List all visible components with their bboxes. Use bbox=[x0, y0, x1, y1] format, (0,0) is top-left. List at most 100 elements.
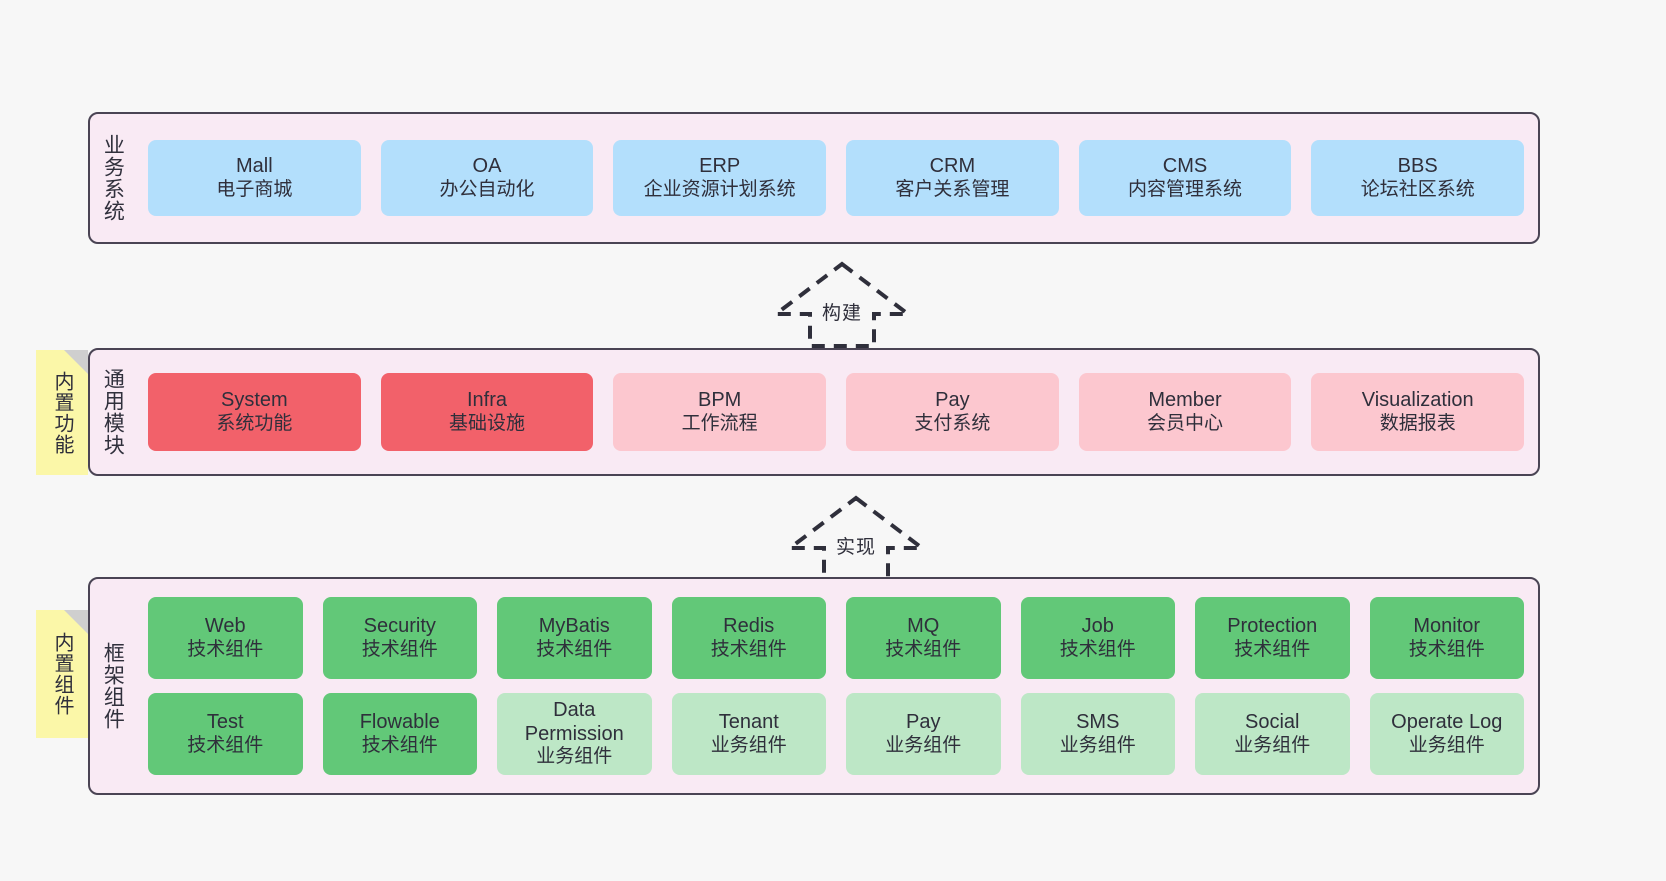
box-crm-subtitle: 客户关系管理 bbox=[895, 178, 1010, 200]
sticky-note-builtin-component-label: 内置组件 bbox=[51, 632, 73, 716]
box-bpm-title: BPM bbox=[698, 389, 742, 411]
box-member-title: Member bbox=[1148, 389, 1222, 411]
box-social-subtitle: 业务组件 bbox=[1234, 734, 1311, 756]
box-bbs-subtitle: 论坛社区系统 bbox=[1360, 178, 1475, 200]
box-test-subtitle: 技术组件 bbox=[187, 734, 264, 756]
box-bpm-subtitle: 工作流程 bbox=[681, 412, 758, 434]
layer-label-common-modules: 通用模块 bbox=[101, 368, 125, 456]
layer-framework-components: 框架组件 Web 技术组件 Security 技术组件 MyBatis 技术组件… bbox=[88, 577, 1540, 795]
box-member-subtitle: 会员中心 bbox=[1147, 412, 1224, 434]
box-flowable-title: Flowable bbox=[359, 711, 440, 733]
connector-implement-label: 实现 bbox=[835, 537, 877, 558]
box-sms-title: SMS bbox=[1076, 711, 1120, 733]
box-mybatis-title: MyBatis bbox=[538, 615, 610, 637]
box-data-permission-subtitle: 业务组件 bbox=[536, 746, 613, 768]
box-operate-log-subtitle: 业务组件 bbox=[1408, 734, 1485, 756]
box-security[interactable]: Security 技术组件 bbox=[322, 597, 477, 679]
box-mq-subtitle: 技术组件 bbox=[885, 638, 962, 660]
box-bbs-title: BBS bbox=[1397, 155, 1438, 177]
layer-label-business-systems: 业务系统 bbox=[101, 134, 125, 222]
box-system-subtitle: 系统功能 bbox=[216, 412, 293, 434]
box-flowable-subtitle: 技术组件 bbox=[361, 734, 438, 756]
box-job-subtitle: 技术组件 bbox=[1059, 638, 1136, 660]
box-redis[interactable]: Redis 技术组件 bbox=[671, 597, 826, 679]
layer-body-framework-components: Web 技术组件 Security 技术组件 MyBatis 技术组件 Redi… bbox=[134, 579, 1538, 793]
box-redis-title: Redis bbox=[723, 615, 775, 637]
box-sms[interactable]: SMS 业务组件 bbox=[1020, 693, 1175, 775]
box-tenant-subtitle: 业务组件 bbox=[710, 734, 787, 756]
box-cms[interactable]: CMS 内容管理系统 bbox=[1078, 140, 1292, 216]
business-systems-row: Mall 电子商城 OA 办公自动化 ERP 企业资源计划系统 CRM 客户关系… bbox=[148, 140, 1525, 216]
box-web[interactable]: Web 技术组件 bbox=[148, 597, 303, 679]
layer-label-framework-components: 框架组件 bbox=[101, 642, 125, 730]
box-bpm[interactable]: BPM 工作流程 bbox=[613, 373, 827, 451]
framework-business-components-row: Test 技术组件 Flowable 技术组件 Data Permission … bbox=[148, 693, 1524, 775]
box-operate-log[interactable]: Operate Log 业务组件 bbox=[1369, 693, 1524, 775]
box-redis-subtitle: 技术组件 bbox=[710, 638, 787, 660]
box-pay-component[interactable]: Pay 业务组件 bbox=[846, 693, 1001, 775]
box-mall[interactable]: Mall 电子商城 bbox=[148, 140, 361, 216]
build-arrow-icon bbox=[770, 261, 914, 348]
box-oa-subtitle: 办公自动化 bbox=[439, 178, 535, 200]
box-test-title: Test bbox=[206, 711, 244, 733]
sticky-note-builtin-component: 内置组件 bbox=[36, 610, 88, 738]
box-mybatis[interactable]: MyBatis 技术组件 bbox=[497, 597, 652, 679]
layer-business-systems: 业务系统 Mall 电子商城 OA 办公自动化 ERP 企业资源计划系统 CRM… bbox=[88, 112, 1540, 244]
box-job-title: Job bbox=[1081, 615, 1114, 637]
box-security-title: Security bbox=[363, 615, 436, 637]
box-monitor-subtitle: 技术组件 bbox=[1408, 638, 1485, 660]
box-mall-title: Mall bbox=[236, 155, 273, 177]
box-data-permission-title: Data Permission bbox=[524, 699, 624, 745]
box-tenant-title: Tenant bbox=[718, 711, 779, 733]
box-sms-subtitle: 业务组件 bbox=[1059, 734, 1136, 756]
box-operate-log-title: Operate Log bbox=[1391, 711, 1503, 733]
box-test[interactable]: Test 技术组件 bbox=[148, 693, 303, 775]
box-infra-title: Infra bbox=[466, 389, 508, 411]
box-pay-component-subtitle: 业务组件 bbox=[885, 734, 962, 756]
box-job[interactable]: Job 技术组件 bbox=[1020, 597, 1175, 679]
box-erp-subtitle: 企业资源计划系统 bbox=[643, 178, 796, 200]
box-erp[interactable]: ERP 企业资源计划系统 bbox=[613, 140, 827, 216]
box-mq-title: MQ bbox=[907, 615, 940, 637]
box-monitor[interactable]: Monitor 技术组件 bbox=[1369, 597, 1524, 679]
box-web-title: Web bbox=[204, 615, 246, 637]
box-crm[interactable]: CRM 客户关系管理 bbox=[846, 140, 1059, 216]
box-protection-title: Protection bbox=[1227, 615, 1318, 637]
layer-body-common-modules: System 系统功能 Infra 基础设施 BPM 工作流程 Pay 支付系统… bbox=[134, 350, 1538, 474]
box-monitor-title: Monitor bbox=[1413, 615, 1481, 637]
box-security-subtitle: 技术组件 bbox=[361, 638, 438, 660]
box-pay-module[interactable]: Pay 支付系统 bbox=[846, 373, 1059, 451]
sticky-note-builtin-function-label: 内置功能 bbox=[51, 370, 73, 455]
box-social-title: Social bbox=[1245, 711, 1300, 733]
box-mq[interactable]: MQ 技术组件 bbox=[846, 597, 1001, 679]
box-protection[interactable]: Protection 技术组件 bbox=[1195, 597, 1350, 679]
box-visualization-title: Visualization bbox=[1361, 389, 1474, 411]
box-infra[interactable]: Infra 基础设施 bbox=[380, 373, 594, 451]
box-system-title: System bbox=[220, 389, 288, 411]
layer-body-business-systems: Mall 电子商城 OA 办公自动化 ERP 企业资源计划系统 CRM 客户关系… bbox=[134, 114, 1538, 242]
box-pay-module-subtitle: 支付系统 bbox=[914, 412, 991, 434]
layer-common-modules: 通用模块 System 系统功能 Infra 基础设施 BPM 工作流程 Pay… bbox=[88, 348, 1540, 476]
box-mybatis-subtitle: 技术组件 bbox=[536, 638, 613, 660]
box-crm-title: CRM bbox=[929, 155, 976, 177]
connector-implement: 实现 bbox=[776, 492, 936, 586]
box-visualization[interactable]: Visualization 数据报表 bbox=[1311, 373, 1525, 451]
box-data-permission[interactable]: Data Permission 业务组件 bbox=[497, 693, 652, 775]
box-mall-subtitle: 电子商城 bbox=[216, 178, 293, 200]
box-visualization-subtitle: 数据报表 bbox=[1379, 412, 1456, 434]
box-oa-title: OA bbox=[472, 155, 502, 177]
sticky-note-builtin-function: 内置功能 bbox=[36, 350, 88, 475]
box-oa[interactable]: OA 办公自动化 bbox=[380, 140, 594, 216]
box-flowable[interactable]: Flowable 技术组件 bbox=[322, 693, 477, 775]
box-web-subtitle: 技术组件 bbox=[187, 638, 264, 660]
box-pay-component-title: Pay bbox=[906, 711, 941, 733]
box-tenant[interactable]: Tenant 业务组件 bbox=[671, 693, 826, 775]
box-member[interactable]: Member 会员中心 bbox=[1078, 373, 1292, 451]
box-social[interactable]: Social 业务组件 bbox=[1195, 693, 1350, 775]
connector-build-label: 构建 bbox=[821, 303, 863, 324]
box-cms-subtitle: 内容管理系统 bbox=[1128, 178, 1243, 200]
box-system[interactable]: System 系统功能 bbox=[148, 373, 361, 451]
box-bbs[interactable]: BBS 论坛社区系统 bbox=[1311, 140, 1525, 216]
common-modules-row: System 系统功能 Infra 基础设施 BPM 工作流程 Pay 支付系统… bbox=[148, 373, 1525, 451]
